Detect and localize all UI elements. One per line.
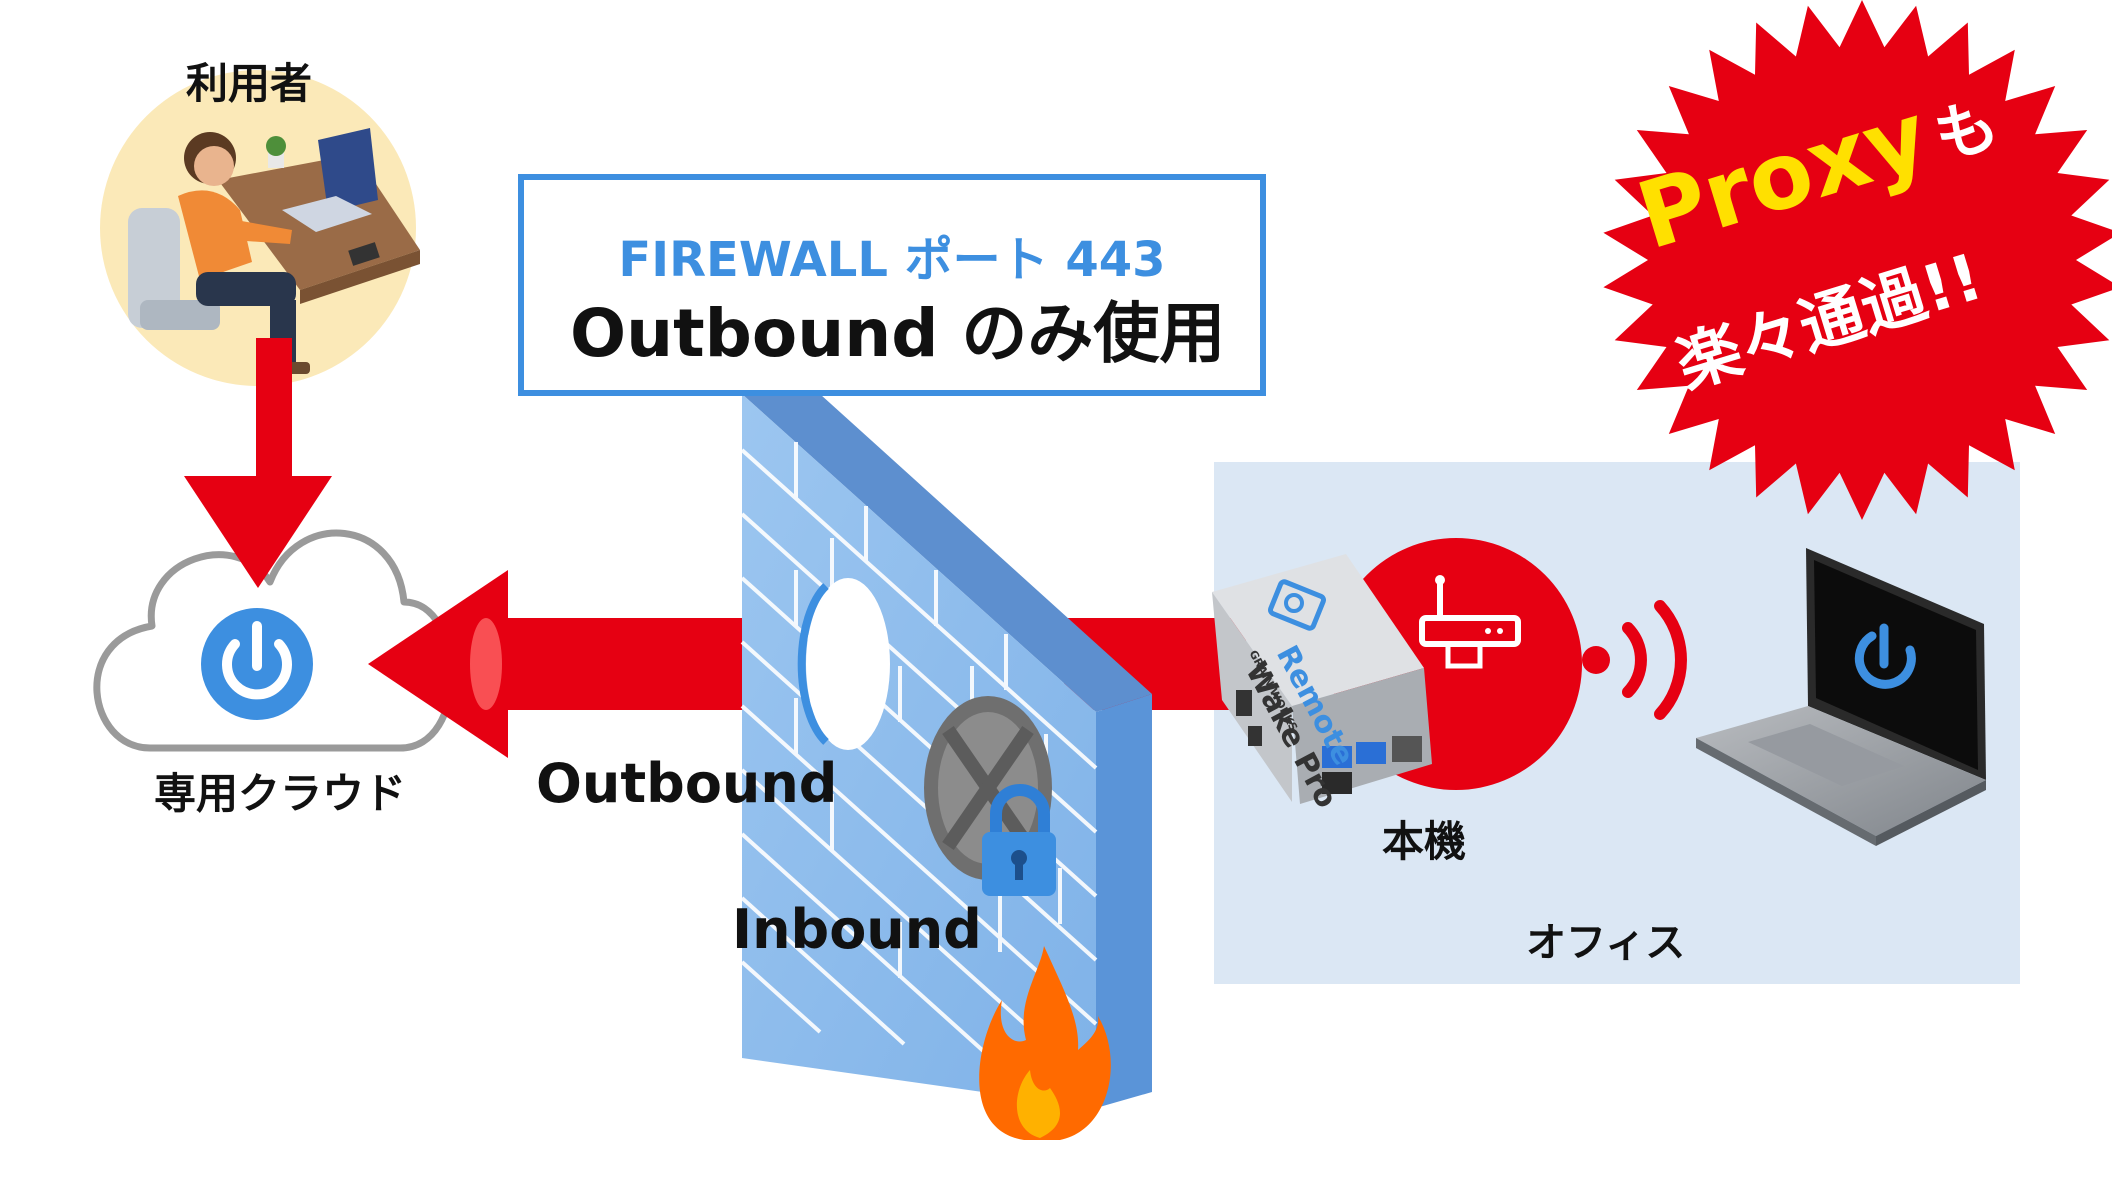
office-label: オフィス xyxy=(1526,920,1686,966)
device-label: 本機 xyxy=(1382,817,1467,866)
proxy-starburst xyxy=(1603,0,2112,520)
firewall-port-label: FIREWALL ポート 443 xyxy=(618,232,1166,288)
user-label: 利用者 xyxy=(186,59,313,108)
firewall-callout: FIREWALL ポート 443 Outbound のみ使用 xyxy=(518,174,1266,396)
outbound-label: Outbound xyxy=(536,752,838,815)
cloud-power-icon xyxy=(201,608,313,720)
lock-icon xyxy=(982,784,1056,896)
laptop-icon xyxy=(1696,548,1986,846)
firewall-wall xyxy=(740,376,1152,1108)
inbound-label: Inbound xyxy=(732,898,982,961)
laptop-power-icon xyxy=(1854,623,1916,689)
user-to-cloud-arrow xyxy=(184,338,332,588)
firewall-headline: Outbound のみ使用 xyxy=(570,295,1226,372)
device-unit xyxy=(1212,554,1432,804)
user-illustration xyxy=(100,70,420,386)
fire-icon xyxy=(979,946,1111,1140)
device-logo-icon xyxy=(1268,579,1326,631)
wifi-icon xyxy=(1582,600,1687,720)
router-icon xyxy=(1419,575,1521,669)
cloud-label: 専用クラウド xyxy=(154,769,407,818)
